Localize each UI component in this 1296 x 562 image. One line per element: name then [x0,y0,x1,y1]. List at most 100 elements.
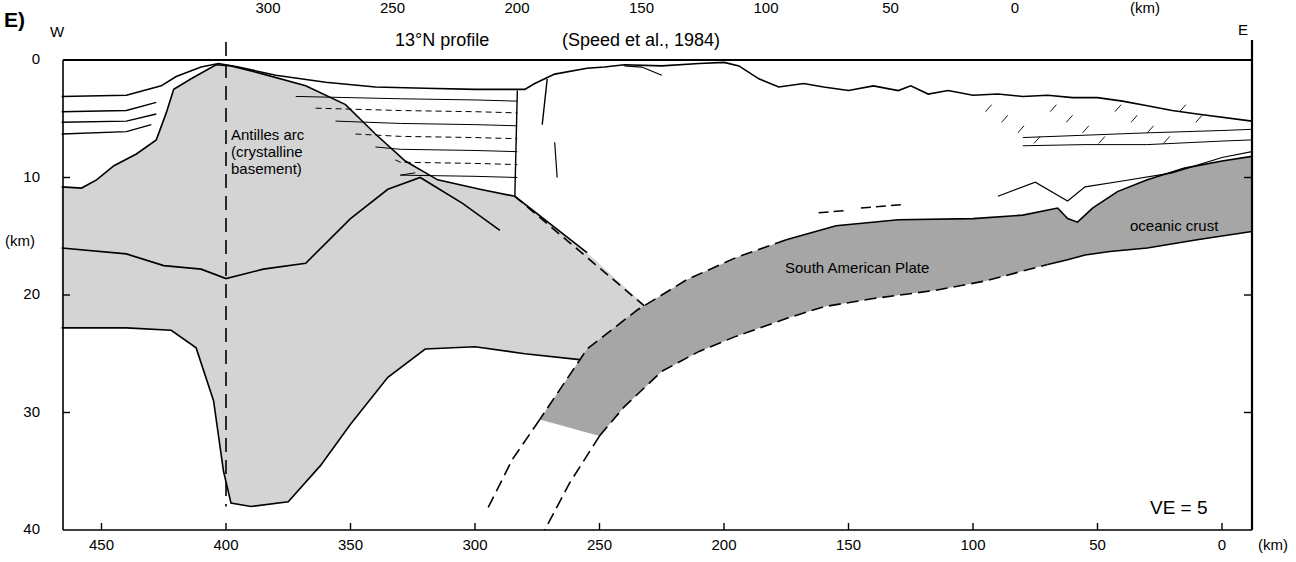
sediment-layer [62,125,152,134]
slab-extension [487,420,539,509]
reflector [1083,126,1089,133]
tick [1244,412,1252,413]
basement-top [62,65,587,253]
tick [723,523,724,530]
plate-base-dashed [600,264,1048,436]
caption-text: E [1238,22,1248,39]
frame [63,529,1252,531]
oceanic-plate [540,156,1252,436]
basin-strata [400,173,517,178]
sea-level [63,59,1252,61]
axis-label: 250 [380,0,405,17]
frame [1251,40,1253,530]
axis-label: 450 [89,537,114,554]
reflector [1115,105,1121,112]
caption-text: E) [4,8,25,31]
mid-crust-line [62,178,500,279]
axis-label: (km) [1258,537,1288,554]
slab-extension [545,436,600,530]
plate-top-dashed [540,240,787,420]
reflector [1050,105,1056,112]
axis-label: 300 [462,537,487,554]
basin-strata [336,121,518,126]
axis-label: 0 [1011,0,1019,17]
caption-text: VE = 5 [1150,498,1208,519]
tick [1097,523,1098,530]
basin-strata [395,160,517,165]
reflector [1180,105,1186,112]
fault [555,142,557,177]
region-label: South American Plate [785,259,1005,276]
reflector [1099,136,1105,143]
reflector [1196,115,1202,122]
tick [599,523,600,530]
tick [350,523,351,530]
basin-strata [375,147,517,152]
axis-label: 200 [711,537,736,554]
axis-label: (km) [5,233,35,250]
axis-label: 350 [338,537,363,554]
sediment-layer [62,102,157,111]
region-label: oceanic crust [1130,217,1240,234]
tick [474,523,475,530]
tick [1244,177,1252,178]
tick [225,523,226,530]
fault [515,91,517,197]
plate-region: South American Plate oceanic crust [760,207,1240,287]
arc-boundary-dashed [515,196,659,318]
outline [61,187,62,328]
region-label: Antilles arc (crystalline basement) [231,126,341,178]
tick [63,294,70,295]
axis-label: 40 [23,521,40,538]
fault [542,79,547,125]
axis-label: 150 [836,537,861,554]
axis-label: 400 [213,537,238,554]
axis-label: 50 [1089,537,1106,554]
axis-label: 100 [753,0,778,17]
sediment-base [998,152,1252,201]
axis-label: 50 [882,0,899,17]
decollement-dashed [819,210,849,212]
plate-base [1048,232,1252,265]
caption-text: (Speed et al., 1984) [562,31,720,51]
basin-strata [316,108,518,113]
decollement-dashed [861,205,903,209]
caption-text: 13°N profile [395,31,489,51]
axis-label: 0 [1218,537,1226,554]
reflector [985,105,991,112]
tick [972,523,973,530]
reflector [1131,115,1137,122]
reflector [1034,136,1040,143]
seafloor [62,62,1252,121]
basin-strata [296,96,518,101]
tick [1221,523,1222,530]
axis-label: 200 [504,0,529,17]
axis-label: (km) [1130,0,1160,17]
caption-text: W [50,24,64,41]
basin-strata [355,134,517,139]
reflector [1147,126,1153,133]
reflector [1018,126,1024,133]
tick [63,412,70,413]
axis-label: 30 [23,404,40,421]
reflector [1066,115,1072,122]
arc-basement [62,65,660,507]
axis-label: 150 [629,0,654,17]
axis-label: 250 [587,537,612,554]
sediment-layer [1023,140,1252,146]
axis-label: 0 [32,51,40,68]
axis-label: 10 [23,169,40,186]
basement-base [62,328,580,507]
reflector [1163,136,1169,143]
thrust [624,66,661,75]
axis-label: 20 [23,286,40,303]
sediment-layer [1023,129,1252,137]
reflector [1002,115,1008,122]
plate-top [786,156,1252,239]
axis-label: 300 [255,0,280,17]
axis-label: 100 [960,537,985,554]
tick [848,523,849,530]
profile-marker [225,42,227,507]
